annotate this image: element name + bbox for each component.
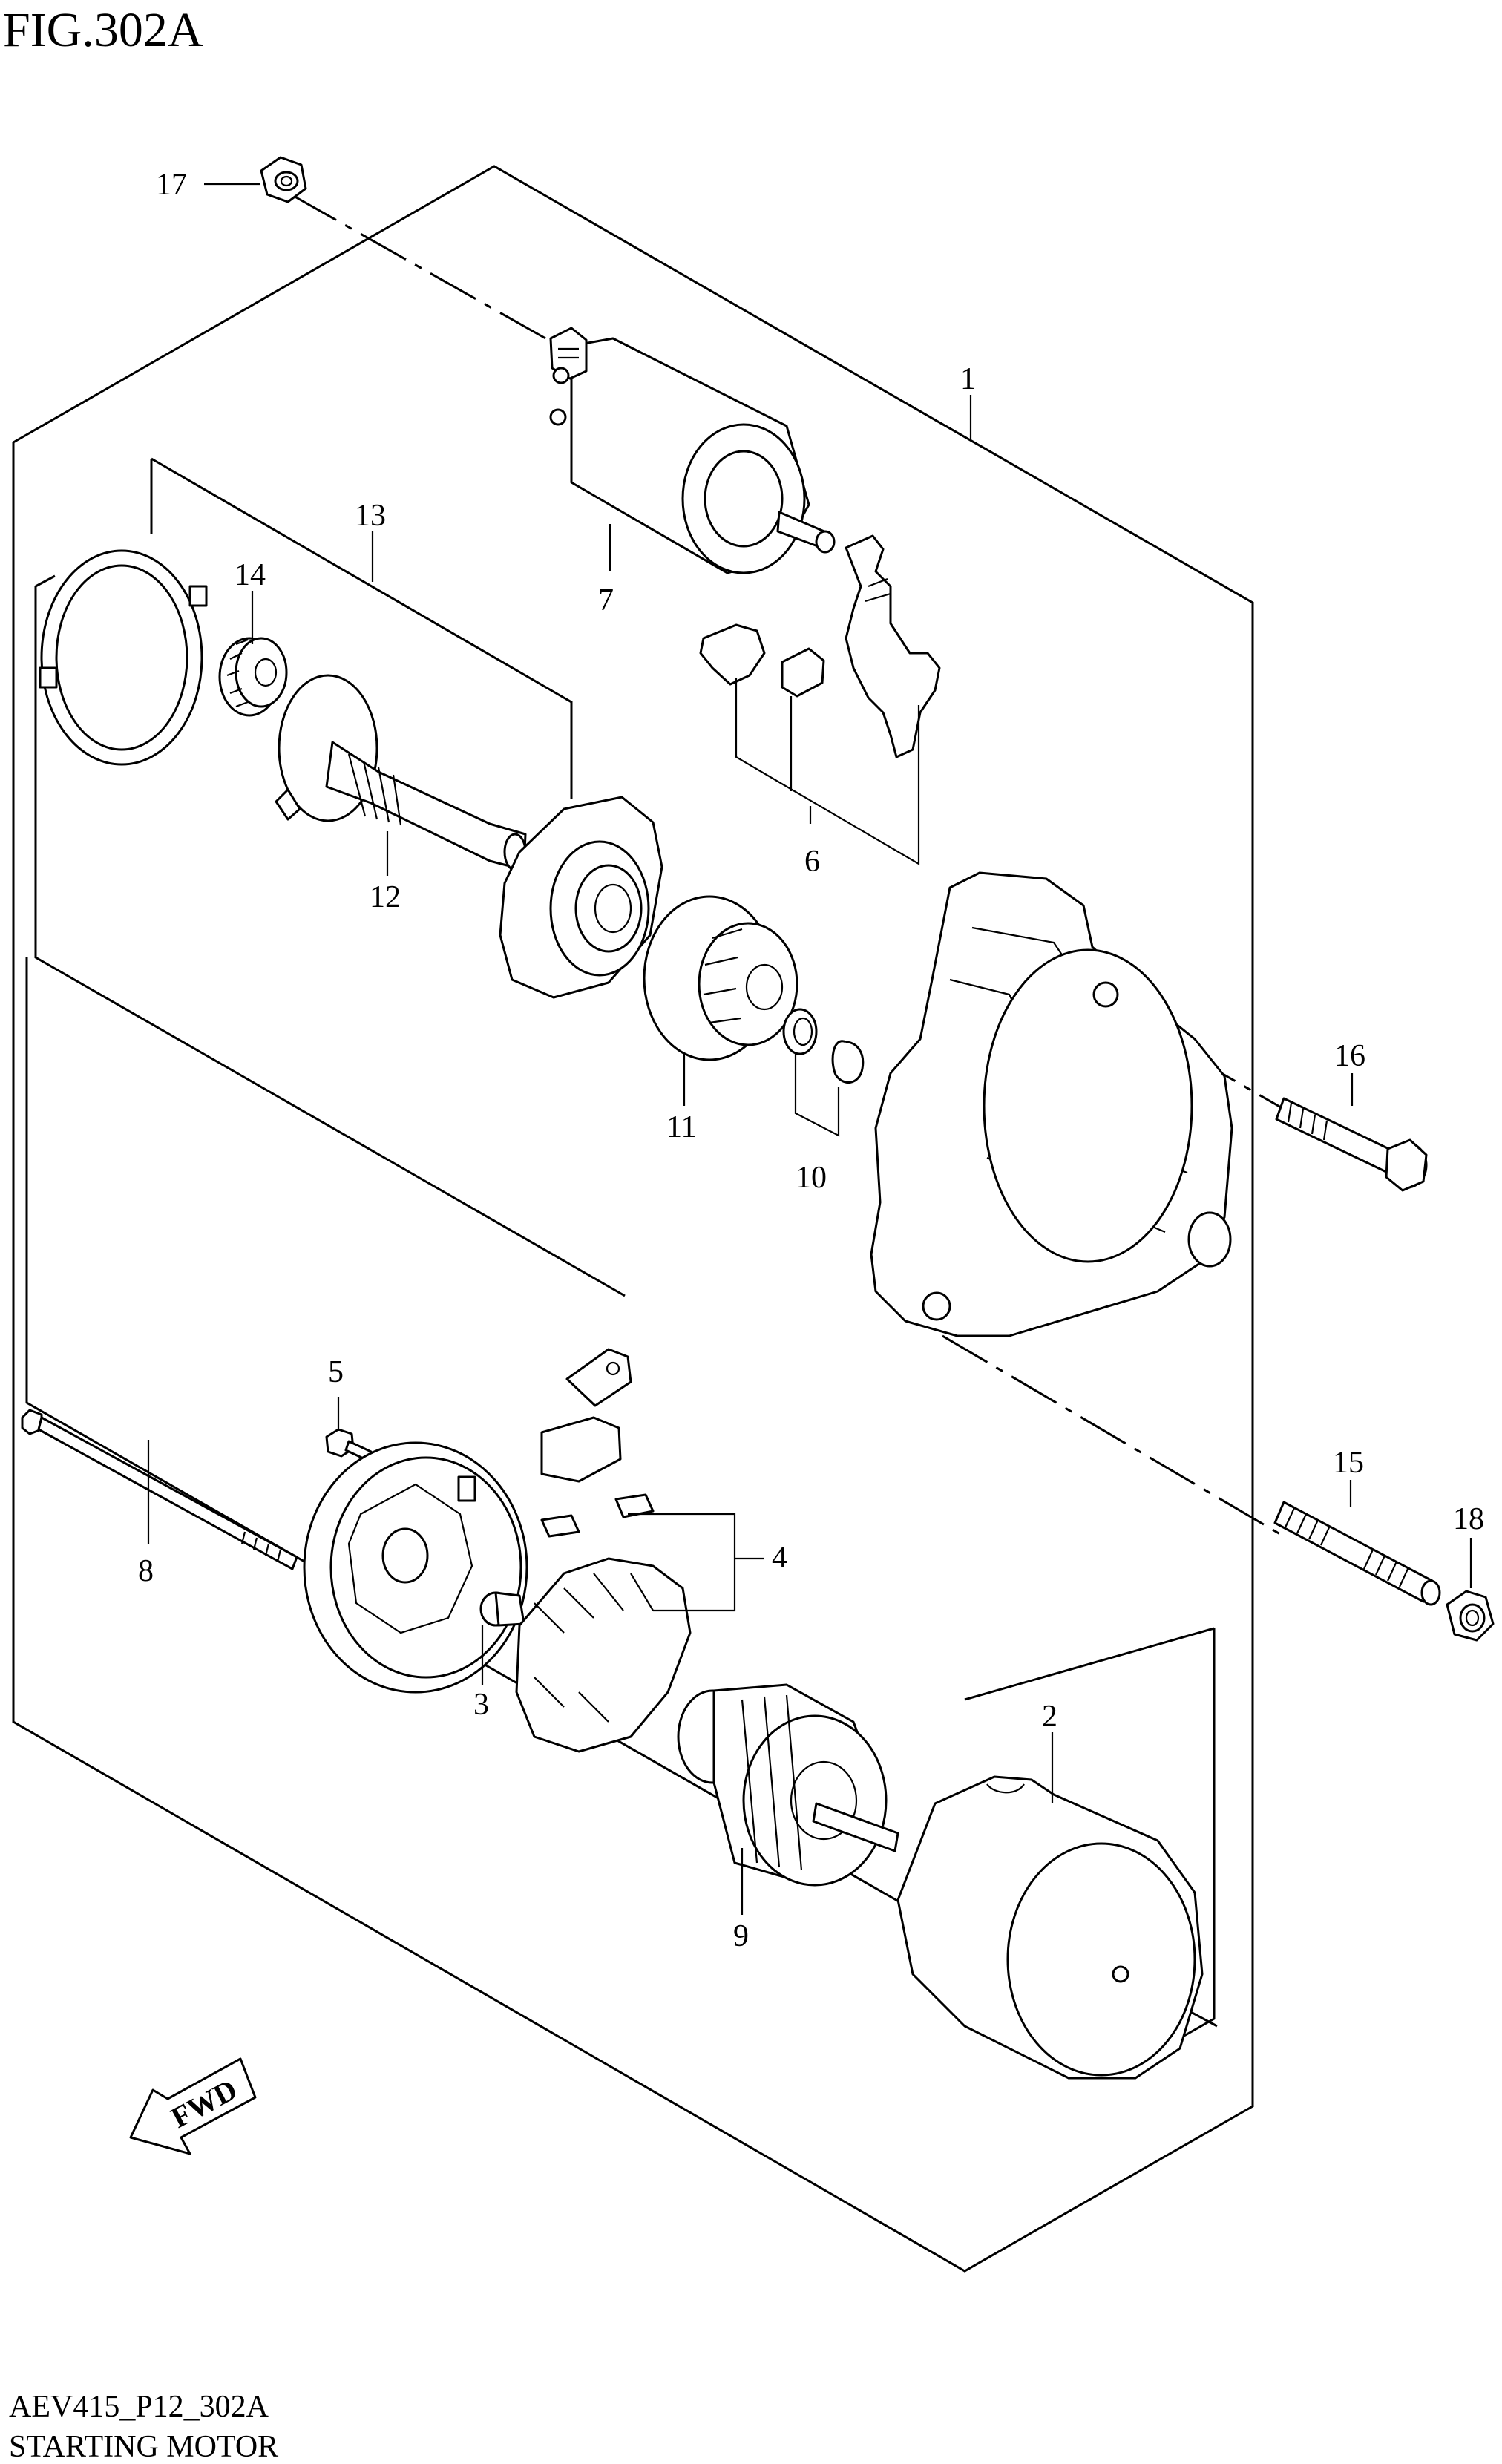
axis-line-17 bbox=[290, 193, 565, 350]
part-16-bolt bbox=[1275, 1097, 1428, 1192]
callout-14: 14 bbox=[235, 558, 266, 592]
footer-code: AEV415_P12_302A bbox=[9, 2390, 269, 2424]
part-6-lever-set bbox=[699, 534, 941, 758]
fwd-direction-badge: FWD bbox=[129, 2057, 257, 2155]
callout-6: 6 bbox=[804, 845, 820, 879]
assembly-outline-1 bbox=[12, 165, 1254, 2273]
part-8-through-bolt bbox=[21, 1409, 298, 1570]
axis-line-15 bbox=[942, 1334, 1285, 1538]
leader-lines bbox=[147, 183, 1472, 1915]
part-15-bolt bbox=[1273, 1501, 1441, 1606]
part-7-solenoid bbox=[549, 327, 836, 574]
callout-3: 3 bbox=[473, 1688, 489, 1722]
part-13-housing bbox=[499, 796, 663, 999]
subassembly-outline-13 bbox=[34, 457, 626, 1297]
part-10-rings bbox=[782, 1008, 865, 1084]
part-11-clutch bbox=[643, 895, 798, 1061]
callout-15: 15 bbox=[1333, 1446, 1364, 1480]
part-14-gear bbox=[218, 637, 288, 717]
footer-name: STARTING MOTOR bbox=[9, 2430, 278, 2464]
part-18-nut bbox=[1446, 1590, 1495, 1642]
callout-5: 5 bbox=[328, 1355, 344, 1389]
commutator-end-frame bbox=[303, 1441, 528, 1694]
callout-16: 16 bbox=[1334, 1039, 1365, 1073]
part-9-armature bbox=[677, 1683, 899, 1887]
callout-2: 2 bbox=[1042, 1700, 1057, 1734]
part-3-plug bbox=[479, 1591, 525, 1627]
figure-title: FIG.302A bbox=[3, 3, 203, 57]
callout-1: 1 bbox=[960, 362, 976, 396]
part-17-nut bbox=[260, 156, 307, 203]
part-13-ring bbox=[39, 549, 208, 766]
callout-17: 17 bbox=[156, 168, 187, 202]
callout-7: 7 bbox=[598, 583, 614, 617]
callout-12: 12 bbox=[370, 880, 401, 914]
callouts: 1 2 3 4 5 6 7 8 9 10 11 12 13 14 15 16 1… bbox=[138, 168, 1484, 1953]
drive-end-housing bbox=[870, 871, 1233, 1337]
callout-10: 10 bbox=[796, 1161, 827, 1195]
callout-8: 8 bbox=[138, 1554, 154, 1588]
callout-9: 9 bbox=[733, 1919, 749, 1953]
callout-18: 18 bbox=[1453, 1502, 1484, 1536]
callout-13: 13 bbox=[355, 499, 386, 533]
callout-4: 4 bbox=[772, 1541, 787, 1575]
part-4-brush-holder bbox=[515, 1348, 692, 1753]
callout-11: 11 bbox=[666, 1110, 696, 1144]
part-2-yoke bbox=[896, 1775, 1204, 2080]
part-12-shaft bbox=[275, 674, 527, 871]
